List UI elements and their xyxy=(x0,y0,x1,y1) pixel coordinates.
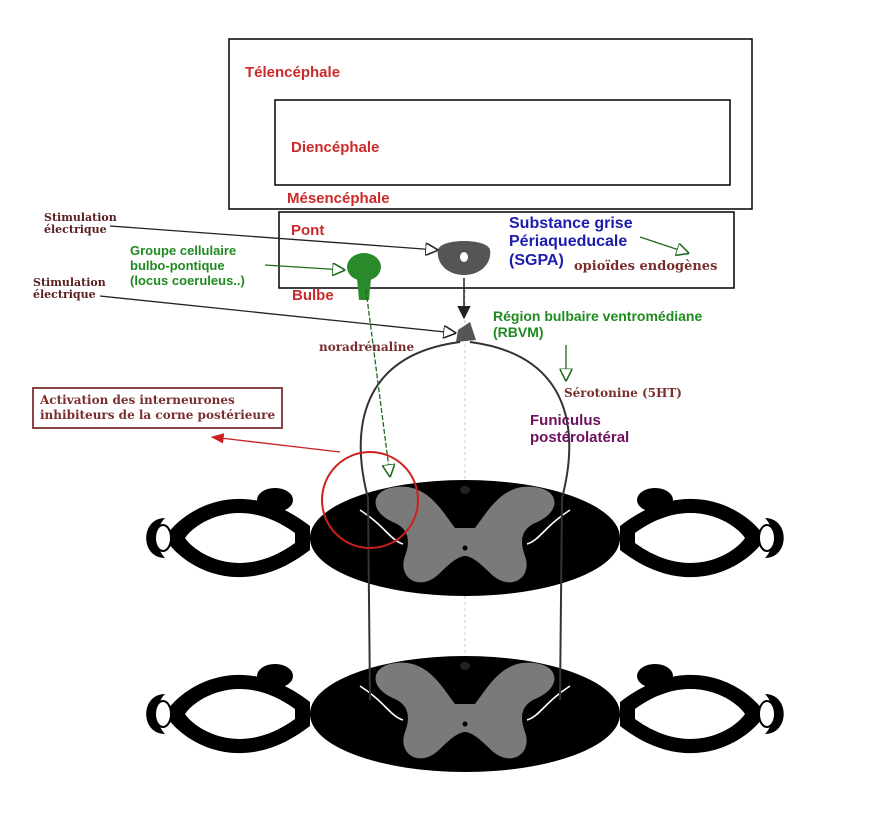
noradrenaline-arrow xyxy=(365,289,390,476)
label-noradrenaline: noradrénaline xyxy=(319,340,415,354)
rbvm-descending-left xyxy=(359,341,461,701)
activation-arrow xyxy=(210,433,341,453)
diencephale-box xyxy=(274,99,731,186)
label-mesencephale: Mésencéphale xyxy=(287,190,390,207)
spinal-cord-lower xyxy=(145,655,785,773)
label-bulbe: Bulbe xyxy=(292,287,334,304)
stimulation-arrow-sgpa xyxy=(109,225,437,250)
pont-box xyxy=(278,211,735,289)
label-stimulation-1: Stimulation électrique xyxy=(44,211,117,236)
telencephale-box xyxy=(228,38,753,210)
stimulation-arrow-rbvm xyxy=(99,295,455,333)
label-pont: Pont xyxy=(291,222,325,239)
groupe-cellulaire-arrow xyxy=(264,265,344,270)
label-rbvm: Région bulbaire ventromédiane (RBVM) xyxy=(493,308,703,341)
highlight-circle xyxy=(321,451,419,549)
label-activation: Activation des interneurones inhibiteurs… xyxy=(32,387,284,429)
label-funiculus: Funiculus postérolatéral xyxy=(530,412,630,447)
aqueduct xyxy=(460,252,468,262)
label-serotonine: Sérotonine (5HT) xyxy=(564,386,682,400)
label-opioides: opioïdes endogènes xyxy=(574,259,718,274)
rbvm-structure xyxy=(456,322,476,342)
label-sgpa: Substance grise Périaqueducale (SGPA) xyxy=(509,215,633,269)
label-telencephale: Télencéphale xyxy=(245,64,341,81)
locus-coeruleus-structure xyxy=(347,253,381,281)
rbvm-descending-right xyxy=(469,341,571,701)
label-stimulation-2: Stimulation électrique xyxy=(33,276,106,301)
sgpa-to-opioides-arrow xyxy=(639,236,688,253)
locus-coeruleus-stem xyxy=(357,278,371,300)
label-diencephale: Diencéphale xyxy=(291,139,380,156)
label-groupe-cellulaire: Groupe cellulaire bulbo-pontique (locus … xyxy=(130,243,245,288)
spinal-cord-upper xyxy=(145,479,785,597)
